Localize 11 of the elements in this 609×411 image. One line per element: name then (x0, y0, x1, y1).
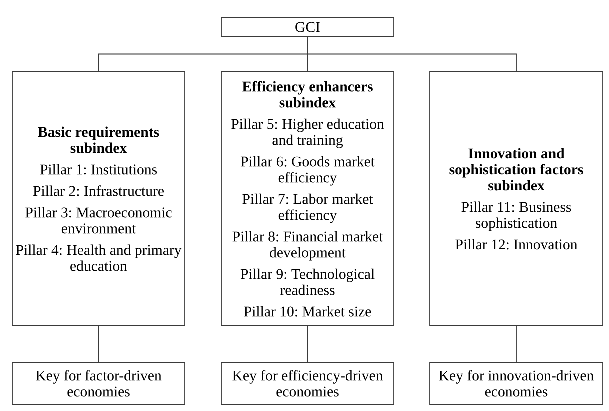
key-box: Key for factor-driven economies (12, 362, 186, 405)
connector-line (516, 326, 517, 363)
key-box: Key for innovation-driven economies (430, 362, 604, 405)
connector-line (98, 326, 100, 363)
key-box: Key for efficiency-driven economies (221, 362, 394, 405)
index-box: GCI (221, 18, 394, 37)
subindex-box: Efficiency enhancers subindex Pillar 5: Higher education and training Pillar 6: Goods market efficiency Pillar 7: Labor market efficiency Pillar 8: Financial market development Pillar 9: Technological readiness Pillar 10: Market size (221, 72, 394, 326)
subindex-box: Innovation and sophistication factors subindex Pillar 11: Business sophistication Pillar 12: Innovation (430, 72, 604, 326)
connector-line (307, 36, 517, 72)
subindex-box: Basic requirements subindex Pillar 1: Institutions Pillar 2: Infrastructure Pillar 3: Macroeconomic environment Pillar 4: Health and primary education (12, 72, 186, 326)
connector-line (307, 326, 308, 363)
